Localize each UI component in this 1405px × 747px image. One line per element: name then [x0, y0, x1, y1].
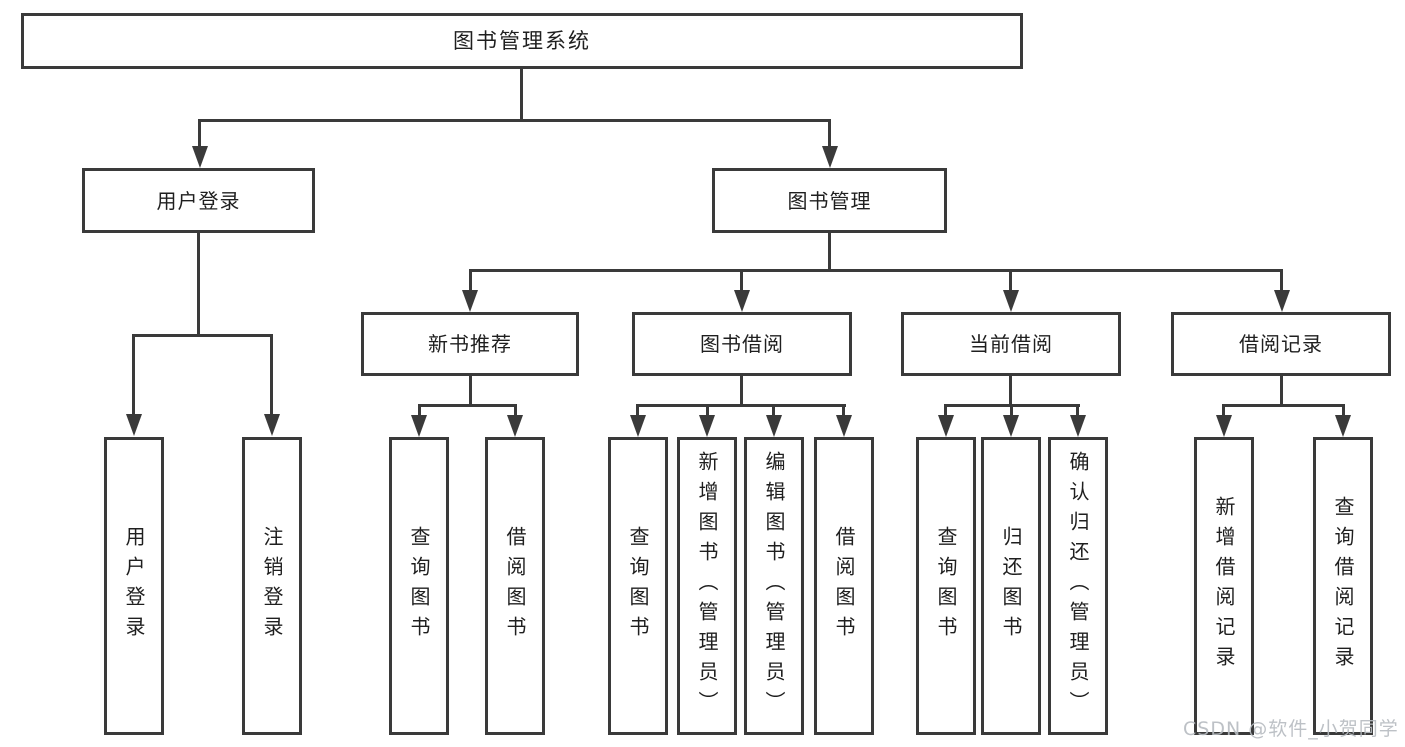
connector-book-mgmt-trunk: [828, 233, 831, 271]
leaf-logout: 注销登录: [242, 437, 302, 735]
leaf-label: 查询借阅记录: [1331, 496, 1355, 676]
connector-drop: [1010, 404, 1013, 416]
connector-drop: [842, 404, 845, 416]
node-book-management-label: 图书管理: [787, 188, 872, 213]
node-user-login-label: 用户登录: [156, 188, 241, 213]
arrowhead-book-borrow: [734, 290, 750, 312]
node-library-system: 图书管理系统: [21, 13, 1023, 69]
leaf-user-login-label: 用户登录: [122, 526, 146, 646]
arrowhead: [411, 415, 427, 437]
arrowhead: [630, 415, 646, 437]
connector-drop: [1222, 404, 1225, 416]
watermark-text: CSDN @软件_小贺同学: [1183, 718, 1399, 740]
leaf-label: 确认归还（管理员）: [1066, 451, 1090, 721]
arrowhead: [1335, 415, 1351, 437]
connector-drop-leaf-logout: [270, 334, 273, 416]
leaf-add-borrow-record: 新增借阅记录: [1194, 437, 1254, 735]
connector-drop-new-book: [469, 269, 472, 290]
leaf-label: 借阅图书: [503, 526, 527, 646]
arrowhead: [938, 415, 954, 437]
node-book-borrow-label: 图书借阅: [700, 332, 784, 356]
leaf-edit-books-admin: 编辑图书（管理员）: [744, 437, 804, 735]
arrowhead: [699, 415, 715, 437]
leaf-label: 借阅图书: [832, 526, 856, 646]
arrowhead-user-login: [192, 146, 208, 168]
connector-drop-current-borrow: [1009, 269, 1012, 290]
leaf-label: 新增图书（管理员）: [695, 451, 719, 721]
node-book-management: 图书管理: [712, 168, 947, 233]
leaf-label: 新增借阅记录: [1212, 496, 1236, 676]
leaf-borrow-books-recommend: 借阅图书: [485, 437, 545, 735]
arrowhead-current-borrow: [1003, 290, 1019, 312]
arrowhead: [836, 415, 852, 437]
connector-drop-book-borrow: [740, 269, 743, 290]
leaf-label: 编辑图书（管理员）: [762, 451, 786, 721]
connector-drop-user-login: [198, 119, 201, 147]
arrowhead: [507, 415, 523, 437]
arrowhead-leaf-login: [126, 414, 142, 436]
connector-drop-book-mgmt: [828, 119, 831, 147]
leaf-borrow-books: 借阅图书: [814, 437, 874, 735]
node-new-book-recommend-label: 新书推荐: [428, 332, 512, 356]
connector-borrow-records-trunk: [1280, 376, 1283, 407]
leaf-query-books-borrow: 查询图书: [608, 437, 668, 735]
node-library-system-label: 图书管理系统: [453, 28, 591, 53]
node-book-borrow: 图书借阅: [632, 312, 852, 376]
arrowhead-new-book: [462, 290, 478, 312]
arrowhead: [1070, 415, 1086, 437]
connector-drop: [1342, 404, 1345, 416]
connector-new-book-bus: [418, 404, 517, 407]
leaf-confirm-return-admin: 确认归还（管理员）: [1048, 437, 1108, 735]
leaf-query-books-current: 查询图书: [916, 437, 976, 735]
leaf-label: 查询图书: [407, 526, 431, 646]
connector-user-login-bus: [132, 334, 273, 337]
arrowhead: [766, 415, 782, 437]
arrowhead-leaf-logout: [264, 414, 280, 436]
connector-drop: [1076, 404, 1079, 416]
connector-current-borrow-trunk: [1009, 376, 1012, 407]
arrowhead-borrow-records: [1274, 290, 1290, 312]
connector-drop: [636, 404, 639, 416]
leaf-return-books: 归还图书: [981, 437, 1041, 735]
leaf-add-books-admin: 新增图书（管理员）: [677, 437, 737, 735]
node-borrow-records: 借阅记录: [1171, 312, 1391, 376]
connector-drop-borrow-records: [1280, 269, 1283, 290]
connector-level3-bus: [469, 269, 1283, 272]
node-borrow-records-label: 借阅记录: [1239, 332, 1323, 356]
connector-level2-bus: [198, 119, 831, 122]
arrowhead: [1216, 415, 1232, 437]
leaf-logout-label: 注销登录: [260, 526, 284, 646]
leaf-query-borrow-record: 查询借阅记录: [1313, 437, 1373, 735]
connector-book-borrow-bus: [637, 404, 846, 407]
connector-drop: [514, 404, 517, 416]
node-user-login: 用户登录: [82, 168, 315, 233]
connector-borrow-records-bus: [1223, 404, 1345, 407]
arrowhead: [1003, 415, 1019, 437]
arrowhead-book-mgmt: [822, 146, 838, 168]
connector-root-trunk: [520, 67, 523, 121]
connector-drop: [418, 404, 421, 416]
leaf-label: 归还图书: [999, 526, 1023, 646]
connector-drop: [944, 404, 947, 416]
connector-user-login-trunk: [197, 233, 200, 336]
connector-drop-leaf-login: [132, 334, 135, 416]
leaf-query-books-recommend: 查询图书: [389, 437, 449, 735]
leaf-label: 查询图书: [934, 526, 958, 646]
connector-book-borrow-trunk: [740, 376, 743, 407]
connector-drop: [772, 404, 775, 416]
connector-new-book-trunk: [469, 376, 472, 407]
node-new-book-recommend: 新书推荐: [361, 312, 579, 376]
node-current-borrow-label: 当前借阅: [969, 332, 1053, 356]
connector-drop: [706, 404, 709, 416]
leaf-label: 查询图书: [626, 526, 650, 646]
node-current-borrow: 当前借阅: [901, 312, 1121, 376]
leaf-user-login: 用户登录: [104, 437, 164, 735]
